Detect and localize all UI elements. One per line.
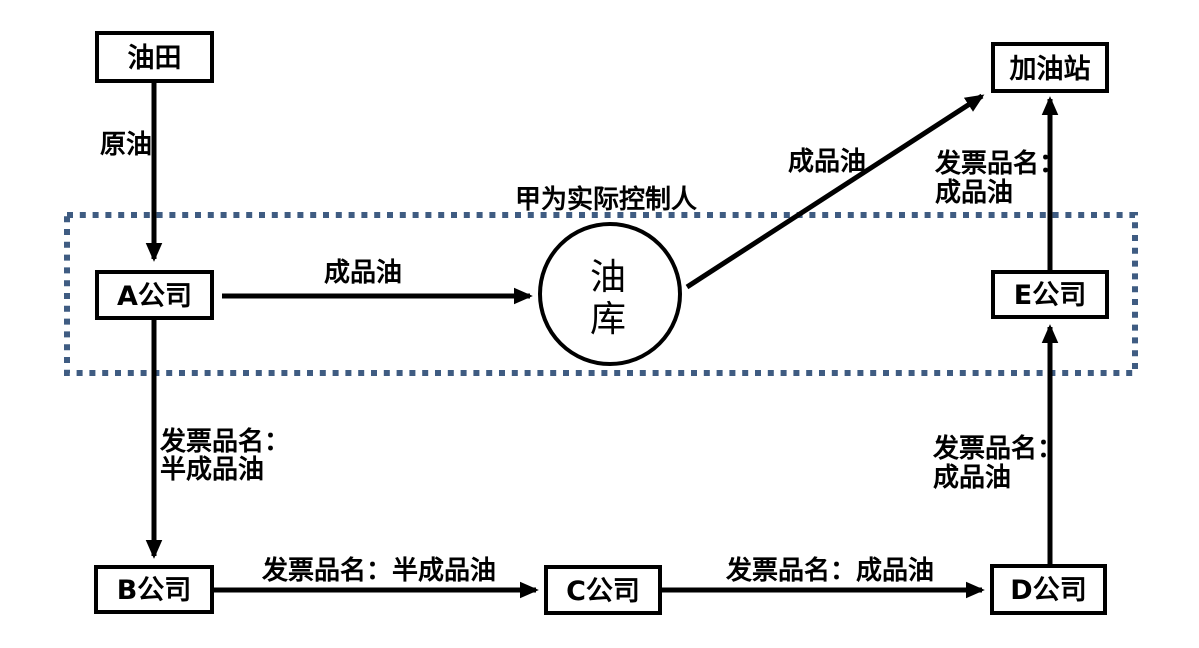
gas-station-box	[991, 42, 1109, 93]
label-a-to-b-invoice-line2: 半成品油	[160, 455, 264, 485]
company-c-box	[544, 565, 662, 615]
node-oil-depot: 油 库	[538, 222, 682, 366]
annotation-actual-controller: 甲为实际控制人	[515, 184, 697, 215]
company-b-box	[94, 565, 214, 614]
company-d-label: D公司	[1010, 575, 1086, 606]
oil-depot-circle	[538, 222, 682, 366]
label-a-to-b-invoice-line1: 发票品名：	[159, 426, 290, 457]
label-crude-oil: 原油	[100, 130, 152, 160]
company-a-box	[95, 270, 214, 320]
company-c-label: C公司	[566, 576, 640, 607]
oil-field-box	[95, 31, 214, 83]
label-e-to-station-invoice-line2: 成品油	[935, 178, 1013, 208]
arrow-depot-to-gas-station	[685, 93, 985, 290]
oil-depot-label-line2: 库	[590, 299, 626, 340]
gas-station-label: 加油站	[1010, 54, 1091, 85]
label-b-to-c-invoice: 发票品名：半成品油	[261, 555, 496, 586]
node-oil-field: 油田	[95, 31, 214, 83]
oil-field-label: 油田	[128, 43, 182, 74]
company-a-label: A公司	[117, 281, 192, 312]
node-company-e: E公司	[991, 270, 1109, 319]
label-d-to-e-invoice-line2: 成品油	[933, 463, 1011, 493]
node-company-b: B公司	[94, 565, 214, 614]
company-d-box	[990, 564, 1107, 615]
company-e-label: E公司	[1014, 280, 1086, 311]
node-company-a: A公司	[95, 270, 214, 320]
node-company-c: C公司	[544, 565, 662, 615]
oil-depot-label-line1: 油	[590, 257, 626, 298]
label-a-to-depot-finished-oil: 成品油	[324, 258, 402, 288]
label-e-to-station-invoice-line1: 发票品名：	[934, 148, 1065, 179]
label-c-to-d-invoice: 发票品名：成品油	[725, 555, 934, 586]
label-depot-to-station-finished-oil: 成品油	[788, 147, 866, 177]
label-d-to-e-invoice-line1: 发票品名：	[932, 433, 1063, 464]
node-company-d: D公司	[990, 564, 1107, 615]
company-b-label: B公司	[117, 575, 192, 606]
control-group-dotted-border	[64, 212, 1138, 376]
company-e-box	[991, 270, 1109, 319]
node-gas-station: 加油站	[991, 42, 1109, 93]
